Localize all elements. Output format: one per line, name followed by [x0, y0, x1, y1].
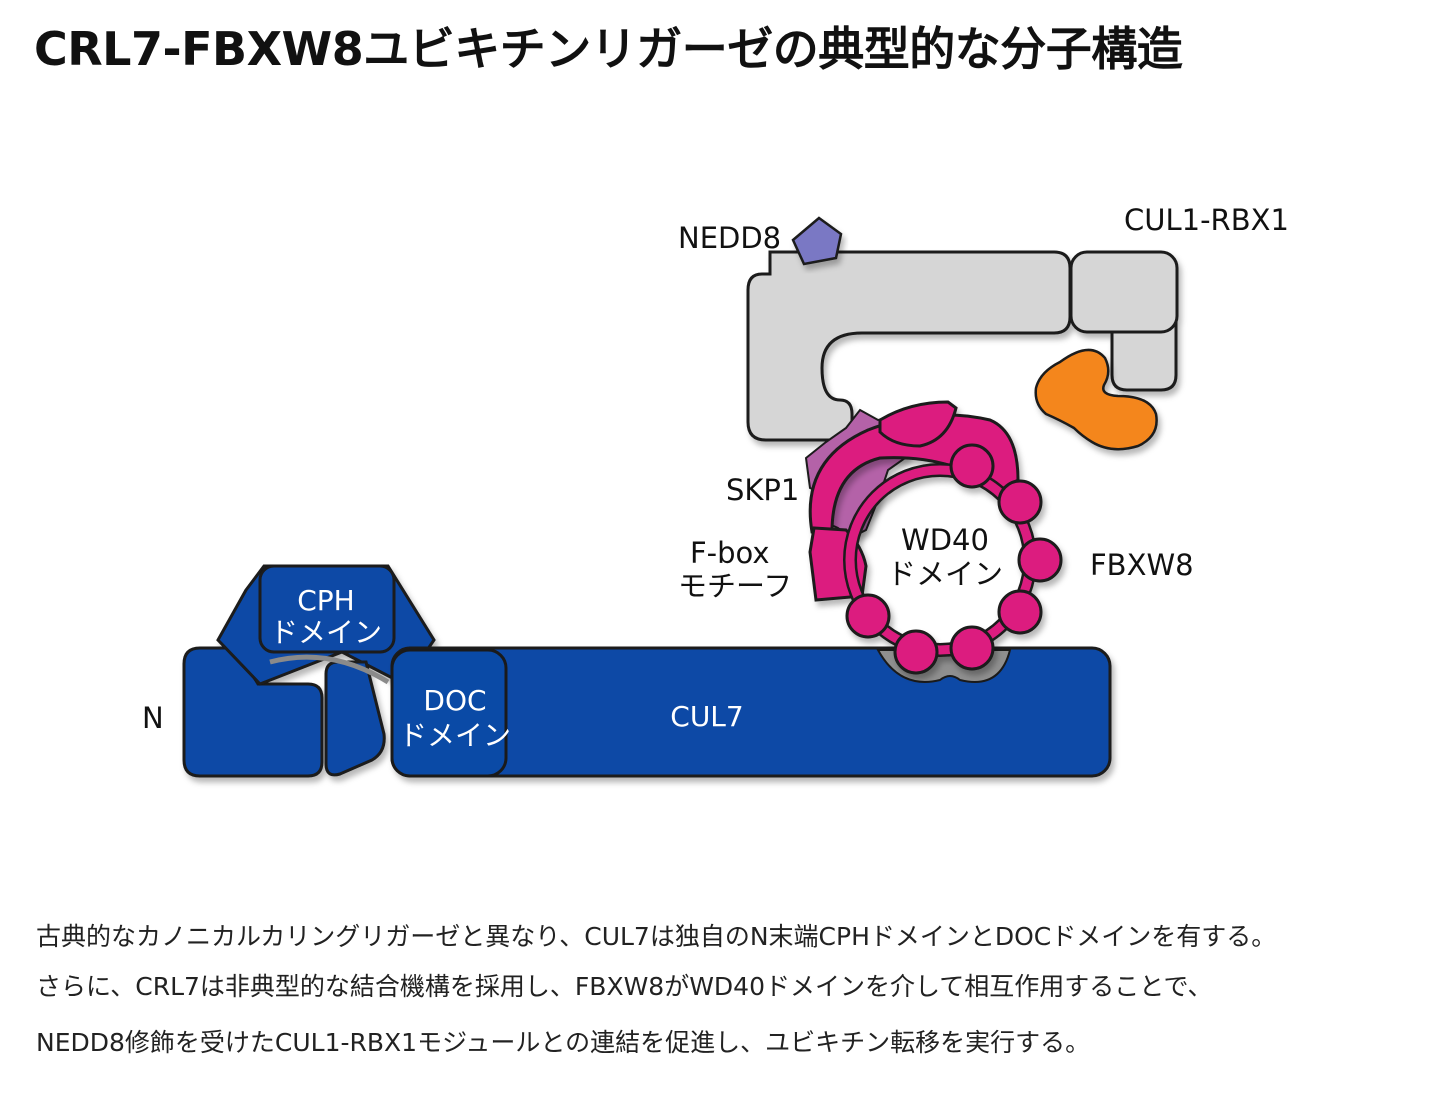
- doc-domain: [390, 648, 508, 778]
- caption: 古典的なカノニカルカリングリガーゼと異なり、CUL7は独自のN末端CPHドメイン…: [36, 912, 1416, 1068]
- label-wd40-line1: WD40: [901, 523, 989, 557]
- label-doc-line1: DOC: [423, 684, 486, 717]
- page-title: CRL7-FBXW8ユビキチンリガーゼの典型的な分子構造: [34, 22, 1183, 76]
- label-fbox-line2: モチーフ: [678, 569, 792, 603]
- crl7-structure-diagram: NEDD8 CUL1-RBX1 SKP1 F-box モチーフ WD40 ドメイ…: [142, 203, 1289, 778]
- caption-line-2: さらに、CRL7は非典型的な結合機構を採用し、FBXW8がWD40ドメインを介し…: [36, 972, 1213, 1001]
- label-cul7: CUL7: [670, 700, 743, 733]
- label-fbxw8: FBXW8: [1090, 548, 1194, 582]
- fbxw8-protein: [808, 400, 1063, 675]
- caption-line-3: NEDD8修飾を受けたCUL1-RBX1モジュールとの連結を促進し、ユビキチン転…: [36, 1028, 1091, 1057]
- caption-line-1: 古典的なカノニカルカリングリガーゼと異なり、CUL7は独自のN末端CPHドメイン…: [36, 922, 1277, 951]
- cph-domain-group: [182, 564, 436, 778]
- label-cul1-rbx1: CUL1-RBX1: [1124, 203, 1289, 237]
- label-n-terminus: N: [142, 701, 164, 735]
- label-cph-line1: CPH: [297, 584, 355, 617]
- label-nedd8: NEDD8: [678, 221, 781, 255]
- label-fbox-line1: F-box: [690, 536, 770, 570]
- rbx1-blob: [1034, 348, 1158, 451]
- cph-linker: [269, 654, 390, 685]
- label-skp1: SKP1: [726, 473, 799, 507]
- label-wd40-line2: ドメイン: [887, 557, 1003, 591]
- label-cph-line2: ドメイン: [270, 616, 382, 649]
- nedd8-pentagon: [791, 216, 843, 266]
- label-doc-line2: ドメイン: [399, 719, 511, 752]
- cul1-scaffold: [746, 250, 1179, 442]
